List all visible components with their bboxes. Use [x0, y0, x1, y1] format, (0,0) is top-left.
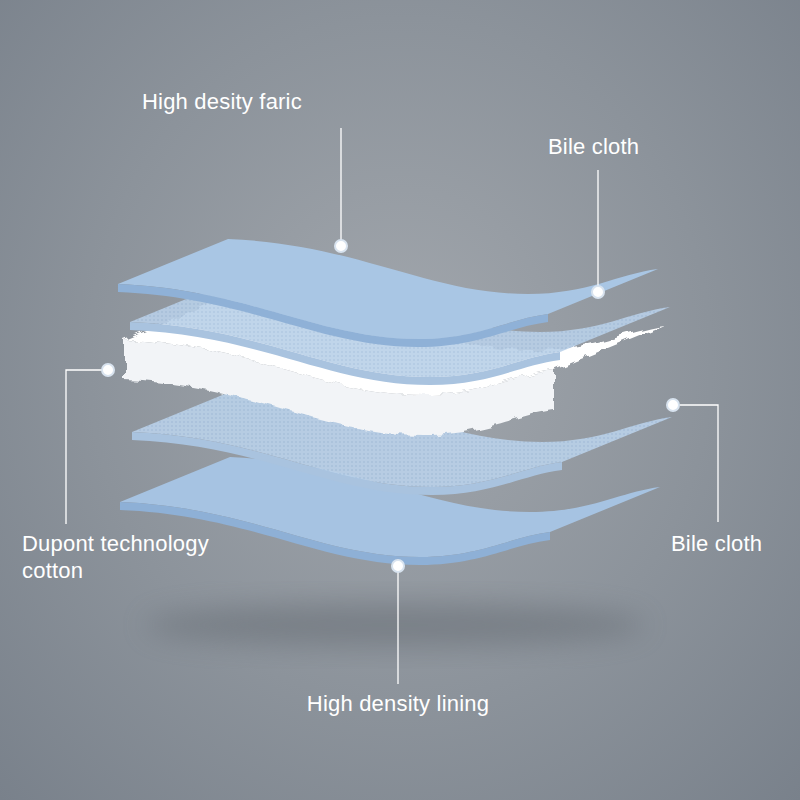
leader-lines	[66, 128, 718, 684]
part-label: Dupont technology cotton	[22, 530, 250, 584]
part-label: Bile cloth	[548, 133, 639, 160]
part-label: High desity faric	[142, 88, 302, 115]
part-label: High density lining	[307, 690, 489, 717]
fabric-layer	[118, 239, 658, 347]
shadow	[145, 603, 645, 647]
leader-dots	[102, 240, 679, 572]
part-label: Bile cloth	[671, 530, 762, 557]
